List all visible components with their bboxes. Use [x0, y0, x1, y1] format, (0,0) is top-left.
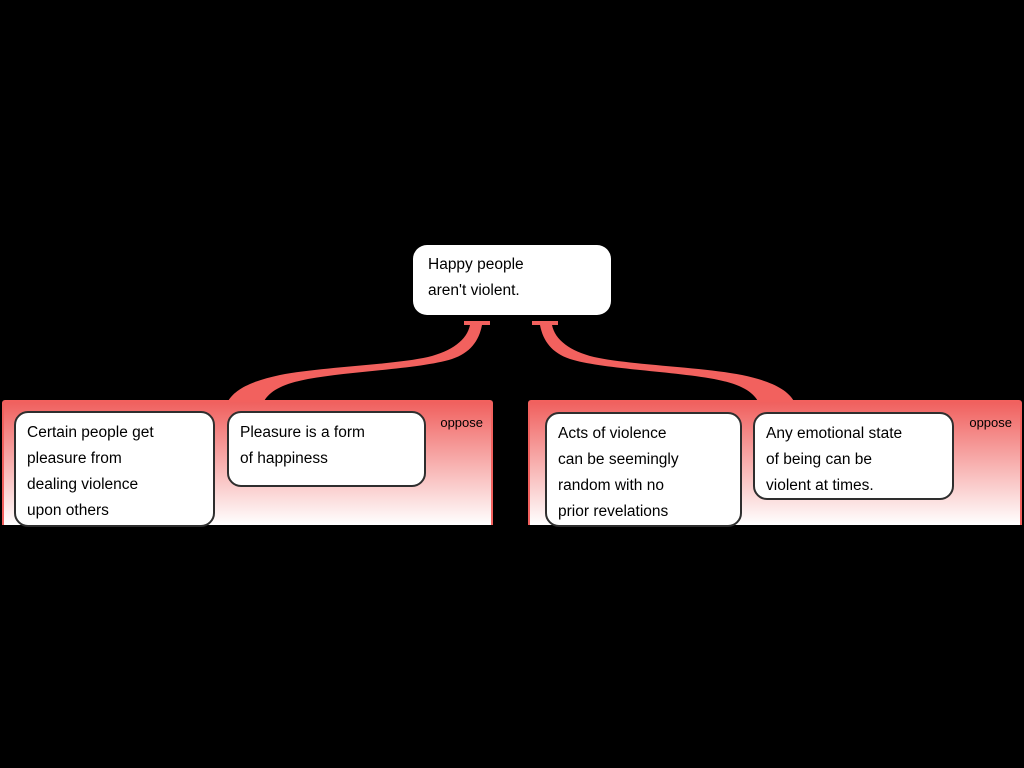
oppose-tick-right-icon[interactable]: [532, 321, 558, 325]
oppose-group-right[interactable]: oppose Acts of violence can be seemingly…: [528, 400, 1022, 527]
oppose-tick-left-icon[interactable]: [464, 321, 490, 325]
claim-node[interactable]: Happy people aren't violent.: [413, 245, 611, 315]
premise-node[interactable]: Certain people get pleasure from dealing…: [14, 411, 215, 527]
premise-node[interactable]: Pleasure is a form of happiness: [227, 411, 426, 487]
oppose-group-label: oppose: [969, 415, 1012, 430]
premise-node[interactable]: Any emotional state of being can be viol…: [753, 412, 954, 500]
oppose-group-label: oppose: [440, 415, 483, 430]
oppose-connector-right[interactable]: [540, 325, 795, 403]
oppose-group-left[interactable]: oppose Certain people get pleasure from …: [2, 400, 493, 527]
oppose-connector-left[interactable]: [227, 325, 482, 403]
premise-node[interactable]: Acts of violence can be seemingly random…: [545, 412, 742, 527]
